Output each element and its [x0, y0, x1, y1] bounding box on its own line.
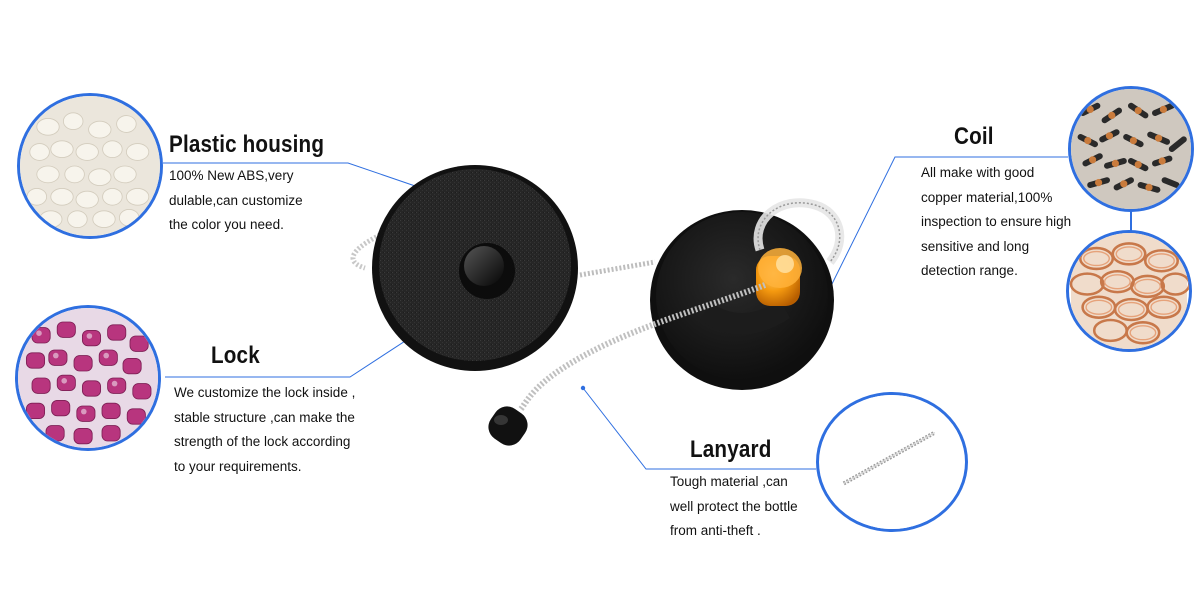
copper-coil-components-image — [1068, 86, 1194, 212]
lock-title: Lock — [211, 342, 260, 369]
lanyard-description: Tough material ,can well protect the bot… — [670, 474, 798, 538]
plastic-pellets-image — [17, 93, 163, 239]
plastic-housing-description: 100% New ABS,very dulable,can customize … — [169, 168, 303, 232]
copper-wire-coils-image — [1066, 230, 1192, 352]
lanyard-end-cap — [488, 406, 528, 446]
coil-description: All make with good copper material,100% … — [921, 165, 1072, 278]
coil-title: Coil — [954, 123, 994, 150]
lanyard-title: Lanyard — [690, 436, 772, 463]
lanyard-wire-image — [816, 392, 968, 532]
plastic-housing-title: Plastic housing — [169, 131, 325, 158]
lock-description: We customize the lock inside , stable st… — [174, 385, 356, 474]
lock-parts-image — [15, 305, 161, 451]
